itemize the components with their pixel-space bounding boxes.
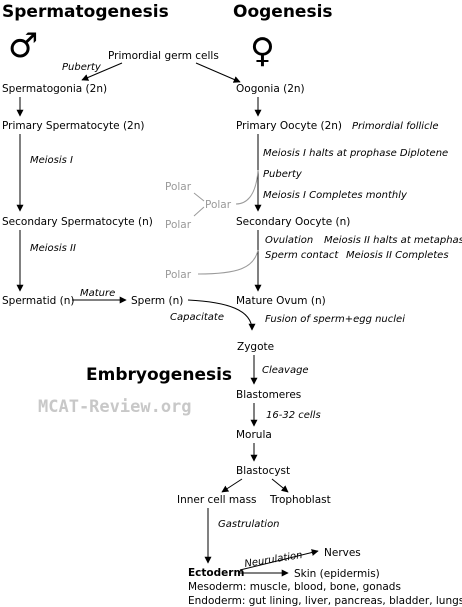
meiosis-1-note: Meiosis I xyxy=(30,155,73,166)
meiosis-1-halts-note: Meiosis I halts at prophase Diplotene xyxy=(263,148,448,159)
puberty-right-note: Puberty xyxy=(263,169,303,180)
polar-body-1-curve xyxy=(235,169,259,205)
polar-branch-up xyxy=(193,192,205,202)
oogonia-node: Oogonia (2n) xyxy=(236,83,305,95)
polar-branch-down xyxy=(193,206,205,217)
arrow-blastocyst-to-icm xyxy=(221,478,243,493)
cells-16-32-note: 16-32 cells xyxy=(266,410,321,421)
meiosis-2-completes-note: Meiosis II Completes xyxy=(346,250,449,261)
trophoblast-node: Trophoblast xyxy=(269,494,331,506)
blastocyst-node: Blastocyst xyxy=(236,465,290,477)
sperm-contact-note: Sperm contact xyxy=(265,250,339,261)
zygote-node: Zygote xyxy=(237,341,274,353)
polar-body-label: Polar xyxy=(165,269,192,281)
polar-body-label: Polar xyxy=(165,181,192,193)
meiosis-1-completes-note: Meiosis I Completes monthly xyxy=(263,190,408,201)
gastrulation-note: Gastrulation xyxy=(218,519,280,530)
ovulation-note: Ovulation xyxy=(265,235,313,246)
mature-ovum-node: Mature Ovum (n) xyxy=(236,295,326,307)
inner-cell-mass-node: Inner cell mass xyxy=(177,494,257,506)
capacitate-note: Capacitate xyxy=(170,312,224,323)
arrow-primordial-to-oogonia xyxy=(195,62,241,83)
embryogenesis-heading: Embryogenesis xyxy=(86,365,232,385)
primordial-germ-cells: Primordial germ cells xyxy=(108,50,219,62)
spermatid-node: Spermatid (n) xyxy=(2,295,74,307)
puberty-left-note: Puberty xyxy=(62,62,102,73)
primordial-follicle-note: Primordial follicle xyxy=(352,121,439,132)
watermark: MCAT-Review.org xyxy=(38,397,192,417)
nerves-node: Nerves xyxy=(324,547,361,559)
blastomeres-node: Blastomeres xyxy=(236,389,301,401)
skin-node: Skin (epidermis) xyxy=(294,568,380,580)
cleavage-note: Cleavage xyxy=(262,365,309,376)
endoderm-node: Endoderm: gut lining, liver, pancreas, b… xyxy=(188,595,462,607)
polar-body-label: Polar xyxy=(165,219,192,231)
arrow-blastocyst-to-trophoblast xyxy=(271,478,289,493)
sperm-node: Sperm (n) xyxy=(131,295,183,307)
mature-note: Mature xyxy=(80,288,115,299)
meiosis-2-halts-note: Meiosis II halts at metaphase xyxy=(324,235,462,246)
oogenesis-heading: Oogenesis xyxy=(233,2,333,22)
arrow-sperm-to-zygote xyxy=(187,299,256,331)
arrow-ectoderm-to-nerves xyxy=(239,549,319,571)
secondary-spermatocyte-node: Secondary Spermatocyte (n) xyxy=(2,216,153,228)
fusion-note: Fusion of sperm+egg nuclei xyxy=(265,314,405,325)
primary-spermatocyte-node: Primary Spermatocyte (2n) xyxy=(2,120,144,132)
primary-oocyte-node: Primary Oocyte (2n) xyxy=(236,120,342,132)
ectoderm-node: Ectoderm xyxy=(188,567,244,579)
polar-body-2-curve xyxy=(197,249,259,275)
arrow-primordial-to-spermatogonia xyxy=(81,62,123,81)
male-symbol-icon: ♂ xyxy=(8,26,38,66)
morula-node: Morula xyxy=(236,429,272,441)
mesoderm-node: Mesoderm: muscle, blood, bone, gonads xyxy=(188,581,401,593)
meiosis-2-note: Meiosis II xyxy=(30,243,76,254)
secondary-oocyte-node: Secondary Oocyte (n) xyxy=(236,216,350,228)
spermatogonia-node: Spermatogonia (2n) xyxy=(2,83,107,95)
polar-body-label: Polar xyxy=(205,199,232,211)
female-symbol-icon: ♀ xyxy=(250,31,275,71)
spermatogenesis-heading: Spermatogenesis xyxy=(2,2,169,22)
